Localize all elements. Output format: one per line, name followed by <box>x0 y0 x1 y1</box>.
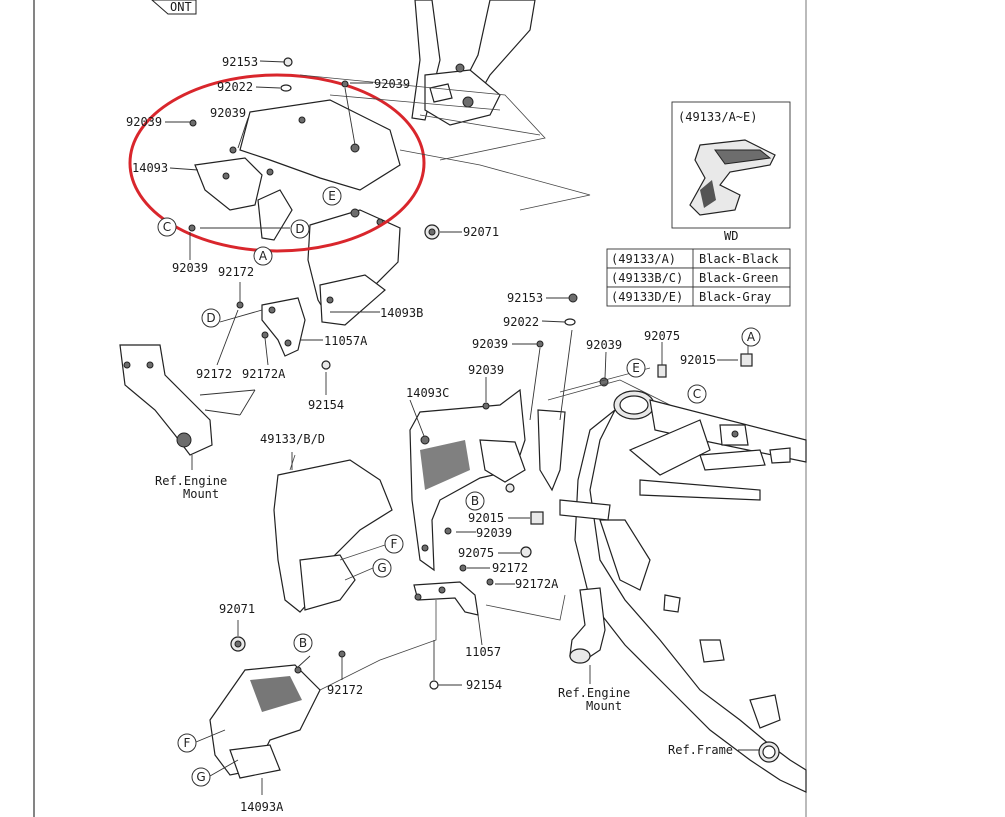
label-92039-m3: 92039 <box>468 363 504 377</box>
label-14093A: 14093A <box>240 800 284 814</box>
label-92015-mid: 92015 <box>468 511 504 525</box>
center-fasteners <box>444 293 753 586</box>
bracket-11057A <box>216 282 331 395</box>
label-92039-m4: 92039 <box>476 526 512 540</box>
color-table-row1-color: Black-Black <box>699 252 779 266</box>
label-92153-mid: 92153 <box>507 291 543 305</box>
label-49133: 49133/B/D <box>260 432 325 446</box>
label-14093B: 14093B <box>380 306 423 320</box>
side-cover-49133 <box>273 452 393 613</box>
ref-engine-mount-right-1: Ref.Engine <box>558 686 630 700</box>
engine-mount-left: Ref.Engine Mount <box>119 344 256 501</box>
label-92015-right: 92015 <box>680 353 716 367</box>
callout-C2: C <box>693 387 701 401</box>
callout-G2: G <box>196 770 205 784</box>
label-92039-bottom: 92039 <box>172 261 208 275</box>
callout-F1: F <box>391 537 398 551</box>
label-92039-m1: 92039 <box>472 337 508 351</box>
label-92075-right: 92075 <box>644 329 680 343</box>
upper-callouts: E D C A D <box>157 186 342 328</box>
label-92153-top: 92153 <box>222 55 258 69</box>
label-92039-upper: 92039 <box>210 106 246 120</box>
label-11057A: 11057A <box>324 334 368 348</box>
upper-fairing-assembly <box>194 0 536 326</box>
label-92071-bottom: 92071 <box>219 602 255 616</box>
upper-labels: 92153 92022 92039 92039 92039 14093 9203… <box>126 55 499 320</box>
label-92039-m2: 92039 <box>586 338 622 352</box>
label-92172-a: 92172 <box>218 265 254 279</box>
ref-frame: Ref.Frame <box>668 743 733 757</box>
callout-D2: D <box>206 311 215 325</box>
front-label-text: ONT <box>170 0 192 14</box>
label-92172A-a: 92172A <box>242 367 286 381</box>
label-92154-b: 92154 <box>466 678 502 692</box>
color-table-row1-code: (49133/A) <box>611 252 676 266</box>
callout-F2: F <box>184 736 191 750</box>
front-label: ONT <box>151 0 197 15</box>
ref-engine-mount-right-2: Mount <box>586 699 622 713</box>
label-92172-c: 92172 <box>492 561 528 575</box>
upper-guide-lines <box>299 74 591 211</box>
label-92022-mid: 92022 <box>503 315 539 329</box>
label-14093C: 14093C <box>406 386 449 400</box>
ref-engine-mount-left-2: Mount <box>183 487 219 501</box>
label-11057: 11057 <box>465 645 501 659</box>
color-table-row2-code: (49133B/C) <box>611 271 683 285</box>
callout-D1: D <box>295 222 304 236</box>
callout-E2: E <box>632 361 640 375</box>
callout-E1: E <box>328 189 336 203</box>
label-92172-b: 92172 <box>196 367 232 381</box>
color-table-row3-color: Black-Gray <box>699 290 771 304</box>
label-92039-topright: 92039 <box>374 77 410 91</box>
label-92022-top: 92022 <box>217 80 253 94</box>
fasteners-top <box>188 57 349 232</box>
label-14093: 14093 <box>132 161 168 175</box>
label-92172A-b: 92172A <box>515 577 559 591</box>
color-table: (49133/A) Black-Black (49133B/C) Black-G… <box>606 248 791 307</box>
inset-caption: WD <box>724 229 738 243</box>
callout-C1: C <box>163 220 171 234</box>
callout-G1: G <box>377 561 386 575</box>
callout-B1: B <box>471 494 479 508</box>
label-92172-d: 92172 <box>327 683 363 697</box>
engine-mount-right: Ref.Engine Mount <box>558 587 630 713</box>
center-labels: 92153 92022 92039 92039 92075 92015 9203… <box>260 291 716 591</box>
panel-14093A: 92071 92172 14093A B F G <box>177 602 363 814</box>
frame: Ref.Frame <box>559 390 807 793</box>
label-92039-left: 92039 <box>126 115 162 129</box>
highlight-circle <box>128 73 426 253</box>
ref-engine-mount-left-1: Ref.Engine <box>155 474 227 488</box>
inset-title: (49133/A~E) <box>678 110 757 124</box>
panel-14093C <box>409 388 566 572</box>
center-callouts: A E C B F G <box>372 327 761 578</box>
callout-A2: A <box>747 330 756 344</box>
callout-B2: B <box>299 636 307 650</box>
label-92075-mid: 92075 <box>458 546 494 560</box>
inset-box: (49133/A~E) WD <box>671 101 791 243</box>
upper-leaders <box>165 60 462 313</box>
label-92071-top: 92071 <box>463 225 499 239</box>
lower-center-labels: 11057 92154 <box>465 645 502 692</box>
mid-left-labels: 92172 11057A 92172 92172A 92154 <box>196 265 368 412</box>
color-table-row2-color: Black-Green <box>699 271 778 285</box>
callout-A1: A <box>259 249 268 263</box>
color-table-row3-code: (49133D/E) <box>611 290 683 304</box>
label-92154-a: 92154 <box>308 398 344 412</box>
